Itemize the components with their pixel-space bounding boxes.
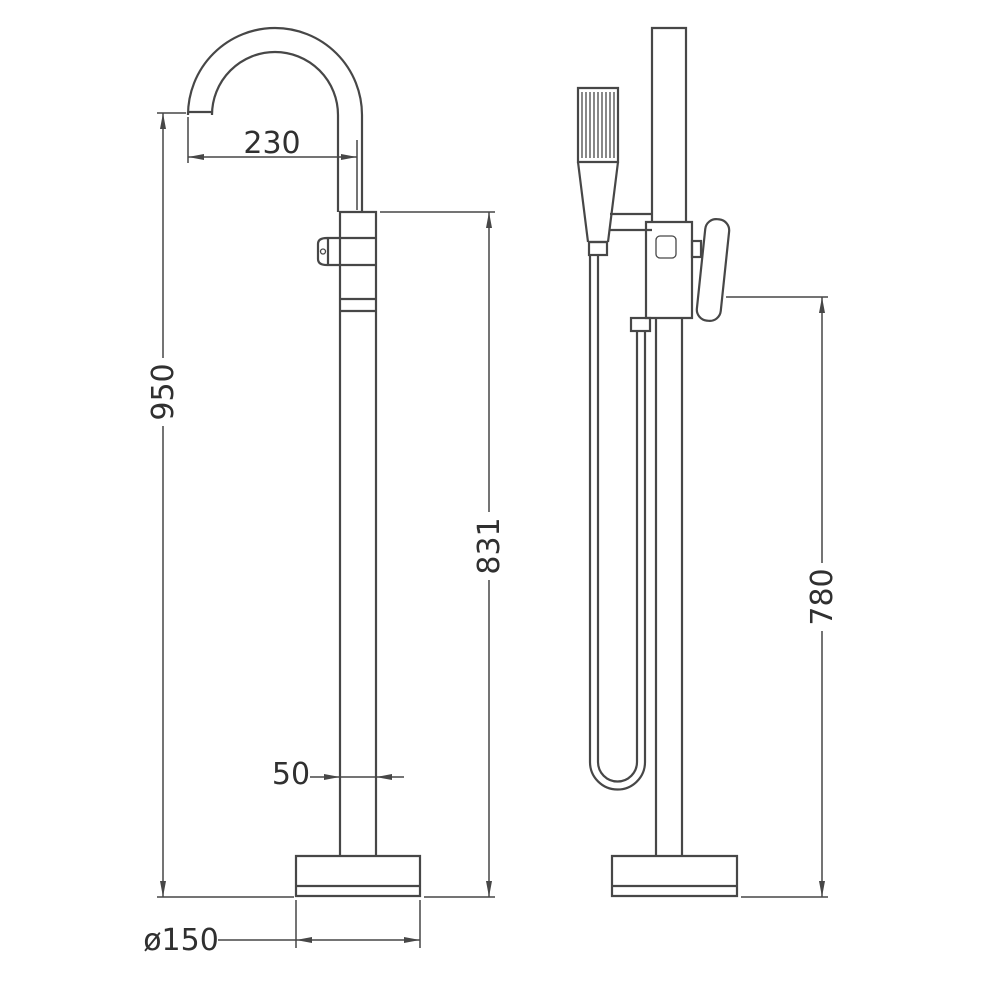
shower-hose [588,255,647,791]
dim-label-side-height: 780 [805,568,840,625]
extension-lines [726,296,828,898]
side-base [610,854,739,898]
dim-label-base-diameter: ø150 [143,923,219,958]
dim-column-width: 50 [272,757,404,792]
extension-lines [295,900,421,948]
valve-section-lines [340,236,376,313]
dim-side-height: 780 [726,296,840,898]
gooseneck-spout-outline [186,26,364,212]
hose-fitting [629,316,652,333]
front-column [338,210,378,856]
front-base [294,854,422,898]
mixer-body [644,220,694,320]
handle-neck [690,239,703,259]
riser-pipe [650,26,688,222]
dim-label-column-width: 50 [272,757,310,792]
side-view [576,26,739,898]
lever-handle [695,218,731,322]
knob-cap-detail [319,248,327,255]
label-mask [475,512,503,580]
diverter-knob [316,236,340,267]
front-view [186,26,422,898]
extension-lines [380,211,495,898]
label-mask [149,358,177,426]
dim-spout-reach: 230 [187,117,358,210]
shower-head-hatching [581,92,615,158]
label-mask [807,563,835,631]
shower-holder-bracket [610,212,652,232]
dim-overall-height: 950 [146,112,294,898]
dim-label-spout-column-height: 831 [472,517,507,574]
body-plate-detail [655,235,677,259]
side-column [654,318,684,856]
hose-nut [587,240,609,257]
dim-label-overall-height: 950 [146,363,181,420]
dim-label-spout-reach: 230 [243,126,300,161]
dimensions: 230 950 831 50 ø150 [143,112,840,958]
dim-spout-column-height: 831 [380,211,507,898]
dim-base-diameter: ø150 [143,900,421,958]
